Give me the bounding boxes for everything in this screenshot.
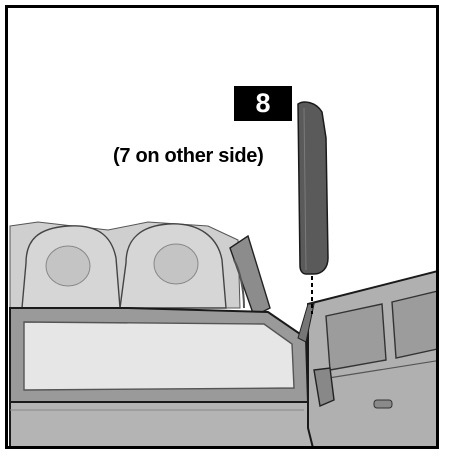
hood [10, 402, 314, 449]
step-number-badge: 8 [234, 86, 292, 121]
seat-group [10, 222, 240, 308]
door-window-front [326, 304, 386, 370]
door-window-rear [392, 290, 439, 358]
instruction-panel: 8 (7 on other side) [5, 5, 439, 449]
windshield-glass [24, 322, 294, 390]
step-side-note: (7 on other side) [113, 145, 263, 168]
pillar-trim-part [298, 102, 328, 274]
right-seat-headrest-shading [154, 244, 198, 284]
left-seat-headrest-shading [46, 246, 90, 286]
door-handle [374, 400, 392, 408]
assembly-illustration [8, 8, 439, 449]
